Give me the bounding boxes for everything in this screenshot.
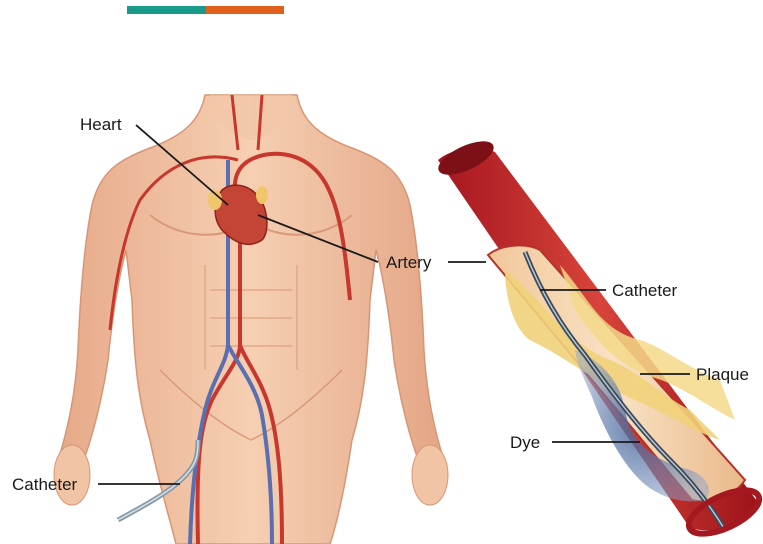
label-plaque: Plaque	[696, 365, 749, 384]
body-figure	[54, 95, 448, 544]
label-artery: Artery	[386, 253, 432, 272]
label-catheter-vessel: Catheter	[612, 281, 678, 300]
label-heart: Heart	[80, 115, 122, 134]
right-hand	[412, 445, 448, 505]
vessel-cutaway	[434, 134, 763, 542]
heart-fat-right	[256, 186, 268, 204]
label-dye: Dye	[510, 433, 540, 452]
label-catheter-body: Catheter	[12, 475, 78, 494]
torso-shape	[58, 95, 444, 544]
